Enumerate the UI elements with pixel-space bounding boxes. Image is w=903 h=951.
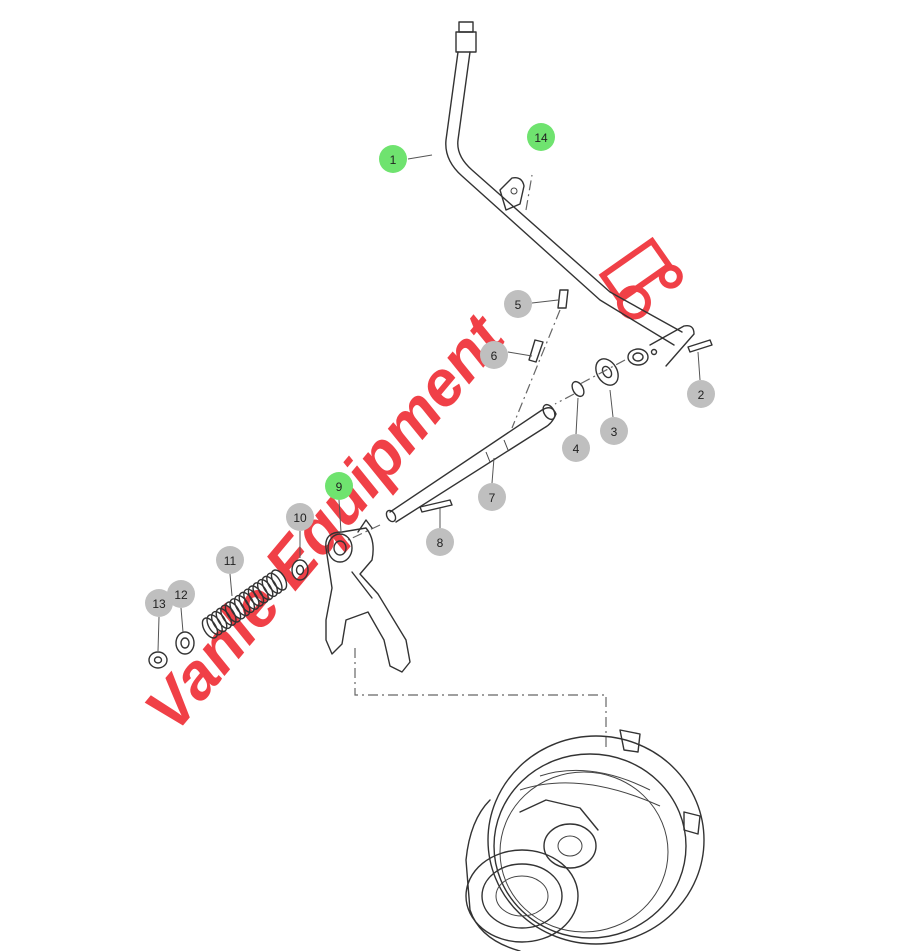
callout-circle — [145, 589, 173, 617]
callout-circle — [216, 546, 244, 574]
callout-label: 13 — [152, 597, 166, 611]
callout-circle — [527, 123, 555, 151]
washer-part-13 — [148, 651, 168, 669]
pin-part-5 — [557, 289, 569, 309]
callout-4[interactable]: 4 — [562, 434, 590, 462]
pin-part-6 — [528, 339, 544, 363]
callout-1[interactable]: 1 — [379, 145, 407, 173]
callout-circle — [562, 434, 590, 462]
spring-coil — [201, 617, 219, 639]
watermark: Vanle Equipment — [131, 236, 683, 744]
transmission-housing — [465, 729, 705, 951]
callout-2[interactable]: 2 — [687, 380, 715, 408]
pin-part-2 — [650, 339, 713, 356]
spring-coil — [266, 572, 283, 594]
callout-circle — [504, 290, 532, 318]
callout-label: 14 — [534, 131, 548, 145]
washer-part-3 — [595, 358, 619, 386]
callout-12[interactable]: 12 — [167, 580, 195, 608]
shift-fork-part-9 — [325, 519, 411, 673]
callout-label: 10 — [293, 511, 307, 525]
callout-circle — [478, 483, 506, 511]
spring-coil — [220, 604, 237, 626]
pin-part-8 — [419, 499, 453, 513]
callout-circle — [687, 380, 715, 408]
callout-label: 2 — [698, 388, 705, 402]
washer-part-4 — [571, 380, 585, 398]
callout-9[interactable]: 9 — [325, 472, 353, 500]
callout-3[interactable]: 3 — [600, 417, 628, 445]
callout-circle — [325, 472, 353, 500]
callout-circle — [600, 417, 628, 445]
spring-coil — [233, 594, 251, 617]
spring-coil — [247, 585, 265, 607]
callout-label: 5 — [515, 298, 522, 312]
callout-label: 9 — [336, 480, 343, 494]
tractor-logo-icon — [598, 236, 683, 320]
spring-coil — [238, 591, 256, 614]
spring-part-11 — [201, 569, 288, 639]
callout-10[interactable]: 10 — [286, 503, 314, 531]
assembly-lines — [347, 174, 626, 748]
callout-circle — [167, 580, 195, 608]
callout-13[interactable]: 13 — [145, 589, 173, 617]
callout-label: 6 — [491, 349, 498, 363]
callout-circle — [480, 341, 508, 369]
spring-coil — [229, 598, 246, 620]
spring-coil — [206, 614, 223, 636]
callout-label: 11 — [224, 554, 237, 568]
callout-8[interactable]: 8 — [426, 528, 454, 556]
nut-part-12 — [175, 631, 195, 655]
spring-coil — [224, 601, 242, 623]
callout-5[interactable]: 5 — [504, 290, 532, 318]
spring-coil — [270, 569, 288, 591]
shift-lever-rod — [445, 21, 695, 367]
callout-label: 3 — [611, 425, 618, 439]
watermark-text: Vanle Equipment — [131, 300, 520, 744]
callout-label: 12 — [174, 588, 188, 602]
callout-label: 7 — [489, 491, 496, 505]
callout-6[interactable]: 6 — [480, 341, 508, 369]
spring-coil — [243, 588, 260, 610]
spring-coil — [261, 575, 279, 598]
spring-coil — [215, 607, 233, 630]
callout-7[interactable]: 7 — [478, 483, 506, 511]
callout-14[interactable]: 14 — [527, 123, 555, 151]
callout-label: 8 — [437, 536, 444, 550]
spring-coil — [210, 610, 228, 633]
callout-label: 1 — [390, 153, 397, 167]
leader-lines — [157, 154, 701, 652]
callout-11[interactable]: 11 — [216, 546, 244, 574]
callout-circle — [426, 528, 454, 556]
shift-shaft-part-7 — [385, 403, 557, 523]
washer-part-10 — [291, 559, 309, 581]
callout-circle — [379, 145, 407, 173]
spring-coil — [256, 578, 274, 601]
spring-coil — [252, 582, 269, 604]
callout-circle — [286, 503, 314, 531]
callout-label: 4 — [573, 442, 580, 456]
